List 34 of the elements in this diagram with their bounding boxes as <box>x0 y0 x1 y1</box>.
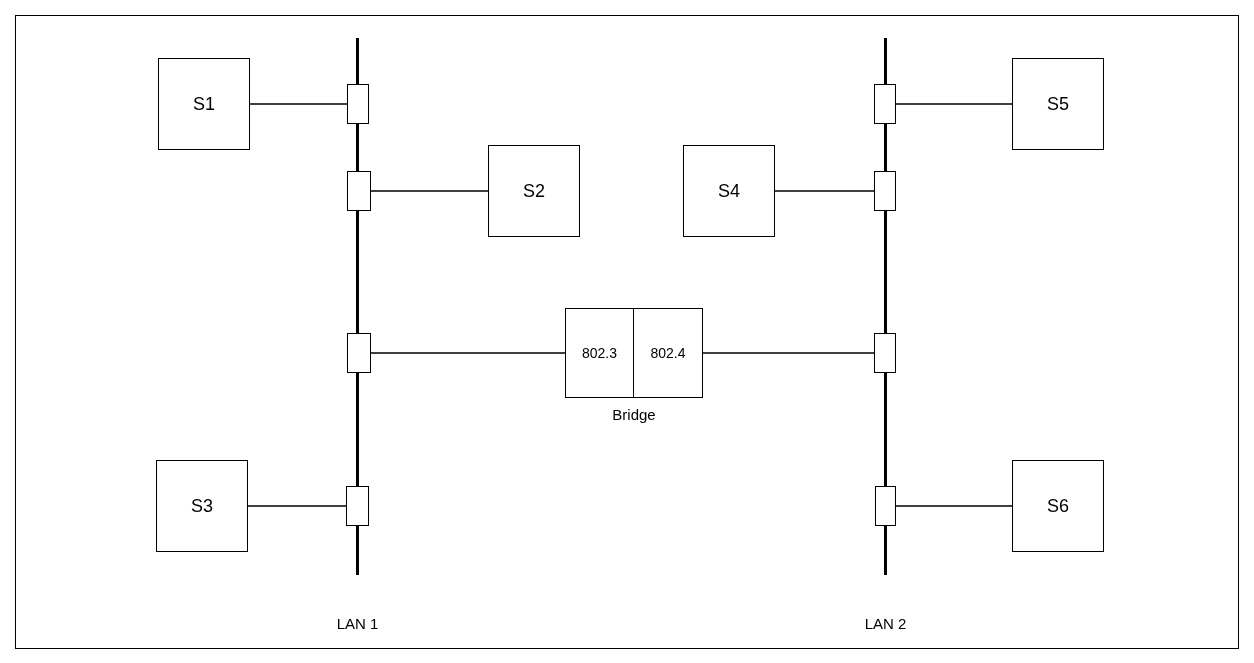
connection-line <box>370 352 566 354</box>
node-label: S2 <box>523 179 545 203</box>
station-box <box>488 145 580 237</box>
node-label: S1 <box>193 92 215 116</box>
tap-box <box>874 171 896 211</box>
tap-box <box>347 171 371 211</box>
node-label: S5 <box>1047 92 1069 116</box>
network-label: LAN 2 <box>864 614 907 634</box>
connection-line <box>895 103 1013 105</box>
tap-box <box>875 486 896 526</box>
node-label: 802.4 <box>650 343 686 363</box>
tap-box <box>347 333 371 373</box>
station-box <box>1012 460 1104 552</box>
tap-box <box>347 84 369 124</box>
connection-line <box>702 352 875 354</box>
connection-line <box>249 103 348 105</box>
connection-line <box>247 505 347 507</box>
station-box <box>1012 58 1104 150</box>
connection-line <box>370 190 489 192</box>
node-label: S4 <box>718 179 740 203</box>
tap-box <box>874 333 896 373</box>
tap-box <box>346 486 369 526</box>
node-label: S6 <box>1047 494 1069 518</box>
network-label: LAN 1 <box>336 614 379 634</box>
node-caption: Bridge <box>612 405 656 425</box>
station-box <box>156 460 248 552</box>
tap-box <box>874 84 896 124</box>
connection-line <box>774 190 875 192</box>
connection-line <box>895 505 1013 507</box>
station-box <box>683 145 775 237</box>
bridge-box <box>565 308 703 398</box>
station-box <box>158 58 250 150</box>
node-label: S3 <box>191 494 213 518</box>
node-label: 802.3 <box>581 343 617 363</box>
